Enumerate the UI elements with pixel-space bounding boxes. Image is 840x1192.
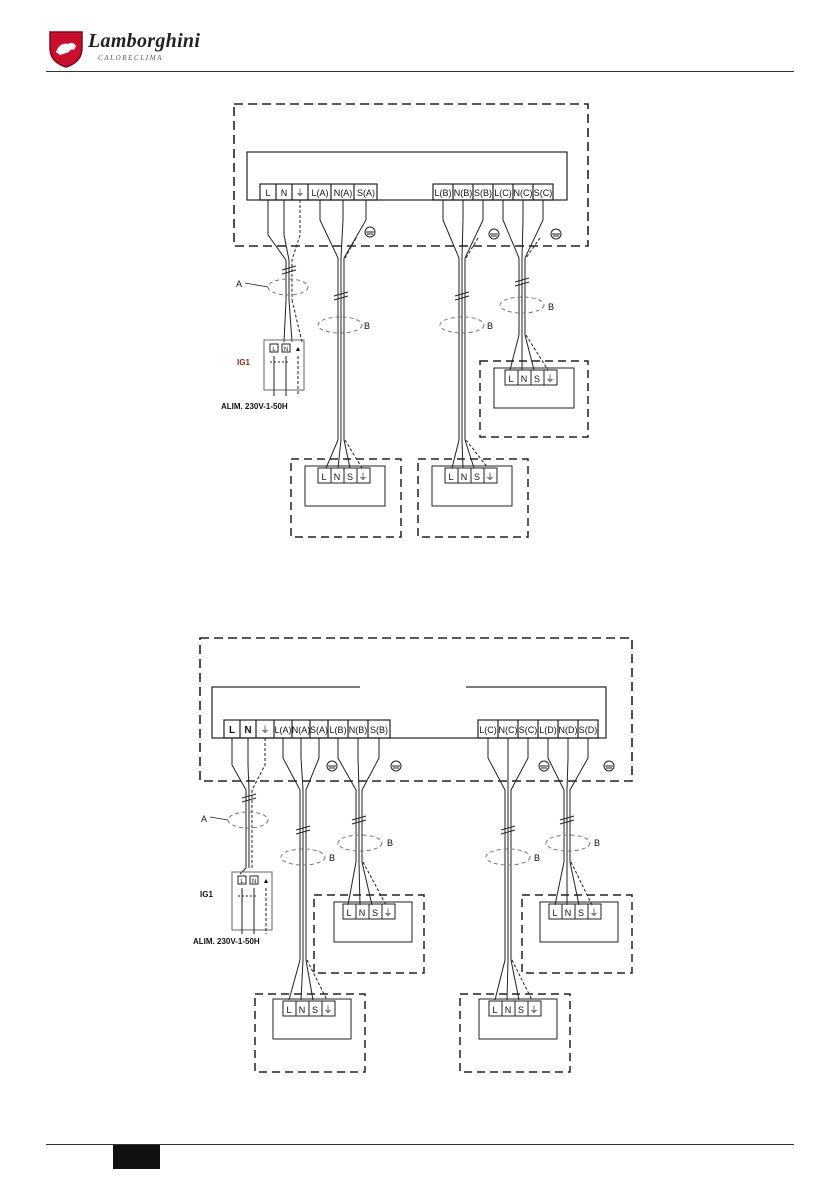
terminal-label: S(B) xyxy=(370,725,388,735)
cable-label-b: B xyxy=(329,853,335,863)
unit-terminal-label: S xyxy=(312,1005,318,1015)
unit-terminal-label: L xyxy=(552,908,557,918)
terminal-label: L(B) xyxy=(329,725,346,735)
unit-terminal-label: L xyxy=(346,908,351,918)
wiring-diagram-2: L N ⏚ L(A) N(A) S(A) L(B) N(B) S(B) L(C)… xyxy=(0,0,840,1140)
unit-terminal-label: N xyxy=(505,1005,512,1015)
unit-terminal-label: N xyxy=(299,1005,306,1015)
unit-terminal-label: N xyxy=(565,908,572,918)
unit-terminal-label: ⏚ xyxy=(323,1005,332,1015)
cable-label-b: B xyxy=(594,838,600,848)
unit-terminal-label: S xyxy=(578,908,584,918)
terminal-label: L(D) xyxy=(539,725,557,735)
terminal-label: N(C) xyxy=(499,725,518,735)
terminal-label: N xyxy=(244,725,251,736)
unit-terminal-label: S xyxy=(372,908,378,918)
terminal-label: L xyxy=(229,725,235,736)
terminal-label: N(A) xyxy=(292,725,311,735)
terminal-label: S(D) xyxy=(579,725,598,735)
unit-terminal-label: ⏚ xyxy=(589,908,598,918)
terminal-label: S(A) xyxy=(310,725,328,735)
terminal-label: L(A) xyxy=(274,725,291,735)
terminal-label: S(C) xyxy=(519,725,538,735)
terminal-label: N(D) xyxy=(559,725,578,735)
breaker-terminal-label: N xyxy=(252,879,256,885)
breaker-label: IG1 xyxy=(200,890,213,899)
breaker-terminal-label: ▲ xyxy=(263,878,270,885)
unit-terminal-label: N xyxy=(359,908,366,918)
unit-terminal-label: S xyxy=(518,1005,524,1015)
cable-label-b: B xyxy=(534,853,540,863)
unit-terminal-label: L xyxy=(492,1005,497,1015)
cable-label-b: B xyxy=(387,838,393,848)
unit-terminal-label: L xyxy=(286,1005,291,1015)
terminal-label: L(C) xyxy=(479,725,497,735)
page-number-block xyxy=(113,1145,160,1169)
unit-terminal-label: ⏚ xyxy=(383,908,392,918)
supply-label: ALIM. 230V-1-50H xyxy=(193,937,260,946)
terminal-label: ⏚ xyxy=(260,725,269,735)
terminal-label: N(B) xyxy=(349,725,368,735)
cable-label-a: A xyxy=(201,814,207,824)
unit-terminal-label: ⏚ xyxy=(529,1005,538,1015)
